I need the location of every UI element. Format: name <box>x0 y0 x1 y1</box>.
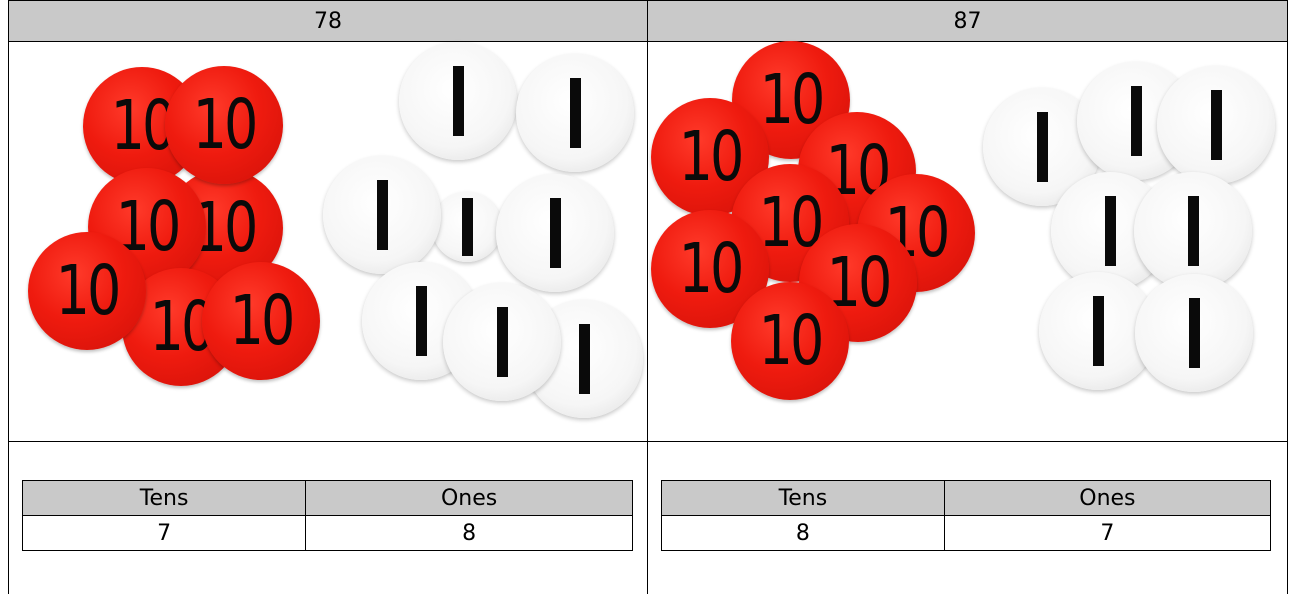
one-counter-icon <box>443 283 561 401</box>
ten-counter-icon: 10 <box>731 282 849 400</box>
one-counter-icon <box>1157 66 1275 184</box>
ten-counter-label: 10 <box>679 123 742 192</box>
ten-counter-icon: 10 <box>28 232 146 350</box>
ten-counter-label: 10 <box>760 66 823 135</box>
ten-counter-label: 10 <box>193 91 256 160</box>
place-value-table-right: Tens Ones 8 7 <box>661 480 1271 551</box>
place-value-table-left: Tens Ones 7 8 <box>22 480 633 551</box>
one-counter-icon <box>516 54 634 172</box>
counters-picture-left: 10 10 10 10 10 10 10 <box>9 43 647 441</box>
ten-counter-icon: 10 <box>165 66 283 184</box>
header-number-right: 87 <box>648 0 1287 42</box>
one-counter-icon <box>1134 172 1252 290</box>
one-counter-icon <box>399 42 517 160</box>
ten-counter-label: 10 <box>230 287 293 356</box>
ones-value: 8 <box>306 516 633 551</box>
ones-value: 7 <box>944 516 1270 551</box>
ones-header: Ones <box>306 481 633 516</box>
header-number-left: 78 <box>9 0 647 42</box>
ones-header: Ones <box>944 481 1270 516</box>
counters-picture-right: 10 10 10 10 10 10 10 10 <box>648 43 1287 441</box>
row-divider <box>9 441 1287 442</box>
one-counter-icon <box>432 192 502 262</box>
ten-counter-label: 10 <box>56 257 119 326</box>
one-counter-icon <box>323 156 441 274</box>
tens-value: 7 <box>23 516 306 551</box>
ten-counter-label: 10 <box>679 235 742 304</box>
one-counter-icon <box>1135 274 1253 392</box>
one-counter-icon <box>496 174 614 292</box>
ten-counter-label: 10 <box>111 92 174 161</box>
tens-header: Tens <box>662 481 945 516</box>
tens-value: 8 <box>662 516 945 551</box>
ten-counter-label: 10 <box>759 307 822 376</box>
ten-counter-icon: 10 <box>202 262 320 380</box>
tens-header: Tens <box>23 481 306 516</box>
